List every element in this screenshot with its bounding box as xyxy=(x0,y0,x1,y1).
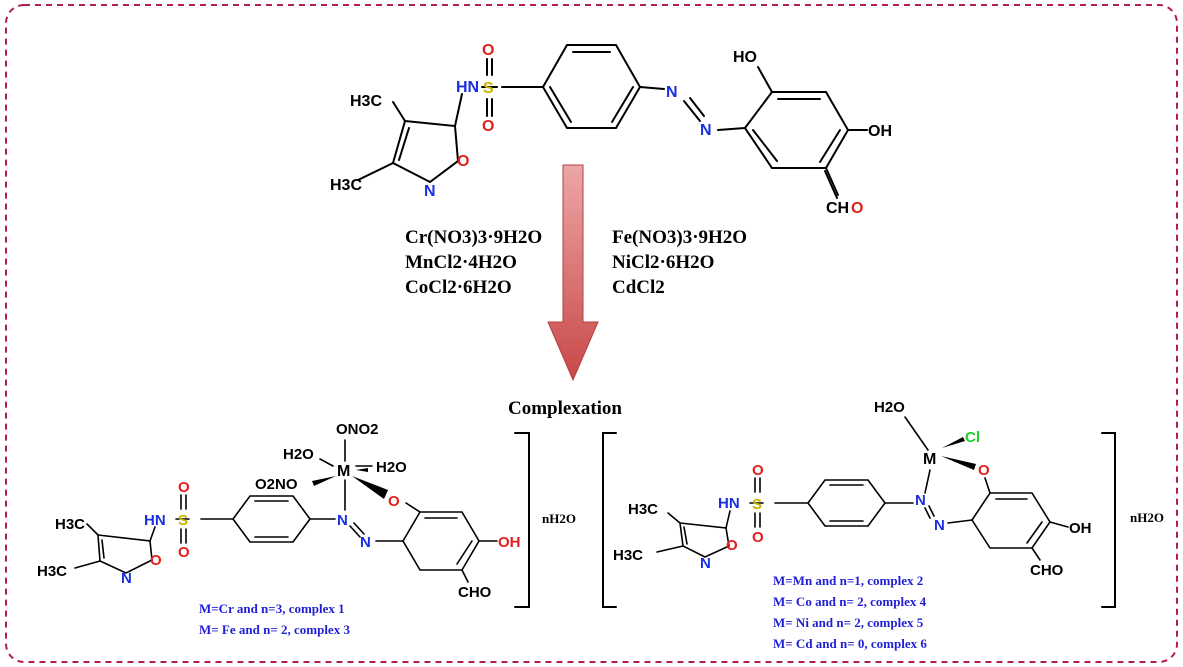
complex-left-phenoxide-o: O xyxy=(388,493,400,510)
complex-right-ring-o: O xyxy=(726,537,738,554)
complex-right-chloride: Cl xyxy=(965,429,980,446)
ligand-ring-n: N xyxy=(424,183,436,200)
reagent-left-2: MnCl2·4H2O xyxy=(405,252,517,273)
reaction-arrow xyxy=(547,164,599,382)
complex-left-metal: M xyxy=(337,463,350,480)
ligand-sulfonyl-o-up: O xyxy=(482,42,494,59)
complex-left-hydrate: nH2O xyxy=(542,511,576,526)
complex-right-hydrate: nH2O xyxy=(1130,510,1164,525)
complex-left-cho: CHO xyxy=(458,584,492,601)
ligand-structure xyxy=(357,44,868,199)
frame-border xyxy=(5,4,1178,663)
complex-left-ring-o: O xyxy=(150,552,162,569)
ligand-oh-right: OH xyxy=(868,123,892,140)
complex-left-note-2: M= Fe and n= 2, complex 3 xyxy=(199,622,350,637)
complex-right-azo-n1: N xyxy=(915,492,926,509)
complex-right-note-3: M= Ni and n= 2, complex 5 xyxy=(773,615,924,630)
complex-right-bracket-right xyxy=(1101,432,1116,608)
complex-right-note-4: M= Cd and n= 0, complex 6 xyxy=(773,636,927,651)
ligand-cho-o: O xyxy=(851,200,863,217)
complex-right-structure xyxy=(656,416,1069,561)
ligand-azo-n2: N xyxy=(700,122,712,139)
complexation-label: Complexation xyxy=(508,398,622,419)
complex-left-azo-n2: N xyxy=(360,534,371,551)
reagent-right-2: NiCl2·6H2O xyxy=(612,252,714,273)
complex-left-ono2: ONO2 xyxy=(336,421,379,438)
complex-right-so-down: O xyxy=(752,529,764,546)
complex-left-nh: HN xyxy=(144,512,166,529)
complex-left-so-down: O xyxy=(178,544,190,561)
ligand-ring-o: O xyxy=(457,153,469,170)
ligand-methyl-top: H3C xyxy=(350,93,382,110)
complex-right-note-1: M=Mn and n=1, complex 2 xyxy=(773,573,923,588)
complex-left-azo-n1: N xyxy=(337,512,348,529)
ligand-sulfur: S xyxy=(483,80,494,97)
complex-right-water: H2O xyxy=(874,399,905,416)
ligand-azo-n1: N xyxy=(666,84,678,101)
complex-left-h2o-right: H2O xyxy=(376,459,407,476)
complex-left-bracket xyxy=(514,432,530,608)
complex-right-sulfur: S xyxy=(752,496,762,513)
complex-left-methyl-top: H3C xyxy=(55,516,85,533)
complex-left-ring-n: N xyxy=(121,570,132,587)
complex-right-phenoxide-o: O xyxy=(978,462,990,479)
complex-left-so-up: O xyxy=(178,479,190,496)
complex-right-methyl-bottom: H3C xyxy=(613,547,643,564)
complex-right-azo-n2: N xyxy=(934,517,945,534)
ligand-cho-ch: CH xyxy=(826,200,849,217)
complex-right-so-up: O xyxy=(752,462,764,479)
complex-right-bracket-left xyxy=(602,432,617,608)
ligand-methyl-bottom: H3C xyxy=(330,177,362,194)
ligand-oh-top: HO xyxy=(733,49,757,66)
complex-left-structure xyxy=(74,439,498,583)
reagent-right-1: Fe(NO3)3·9H2O xyxy=(612,227,747,248)
complex-right-note-2: M= Co and n= 2, complex 4 xyxy=(773,594,927,609)
complex-right-cho: CHO xyxy=(1030,562,1064,579)
complex-right-nh: HN xyxy=(718,495,740,512)
complex-right-metal: M xyxy=(923,451,936,468)
ligand-sulfonyl-o-down: O xyxy=(482,118,494,135)
complex-right-oh: OH xyxy=(1069,520,1092,537)
reagent-left-1: Cr(NO3)3·9H2O xyxy=(405,227,542,248)
ligand-nh: HN xyxy=(456,79,479,96)
reagent-left-3: CoCl2·6H2O xyxy=(405,277,512,298)
complex-left-o2no: O2NO xyxy=(255,476,298,493)
complex-left-methyl-bottom: H3C xyxy=(37,563,67,580)
complex-left-oh: OH xyxy=(498,534,521,551)
reagent-right-3: CdCl2 xyxy=(612,277,665,298)
complex-left-sulfur: S xyxy=(178,512,188,529)
complex-right-ring-n: N xyxy=(700,555,711,572)
complex-left-h2o-left: H2O xyxy=(283,446,314,463)
complex-right-methyl-top: H3C xyxy=(628,501,658,518)
complex-left-note-1: M=Cr and n=3, complex 1 xyxy=(199,601,345,616)
